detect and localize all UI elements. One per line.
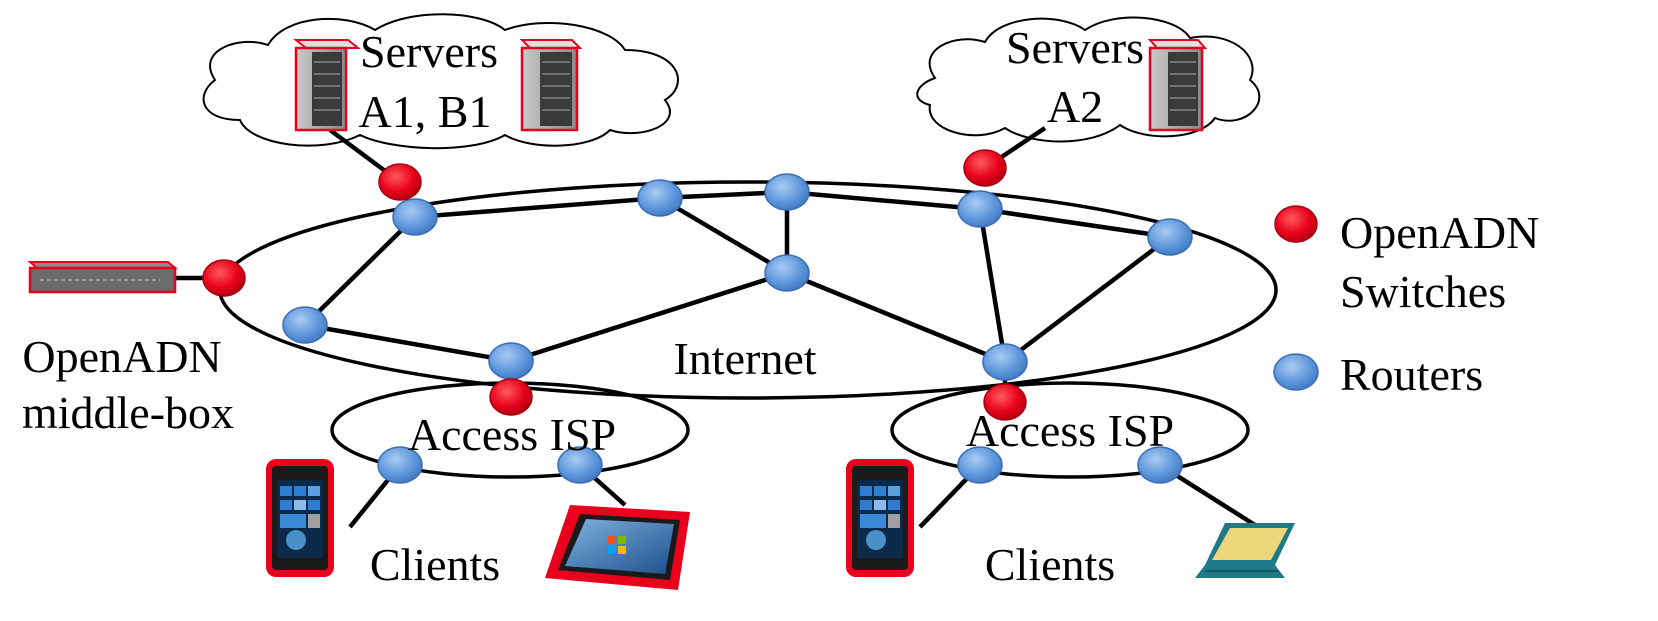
smartphone-icon: [846, 459, 914, 577]
server-rack-icon: [293, 39, 361, 132]
legend: OpenADN Switches Routers: [1273, 205, 1539, 400]
middlebox-label-line2: middle-box: [22, 387, 234, 438]
smartphone-icon: [266, 459, 334, 577]
legend-switch-icon: [1274, 205, 1318, 243]
router-node: [957, 190, 1003, 228]
network-links: [175, 126, 1257, 529]
router-node: [282, 306, 328, 344]
servers-right-label-line1: Servers: [1006, 22, 1144, 73]
switch-node: [202, 259, 246, 297]
switch-node: [489, 378, 533, 416]
internet-label: Internet: [673, 333, 816, 384]
router-node: [488, 342, 534, 380]
servers-left-label-line2: A1, B1: [359, 86, 492, 137]
routers: [282, 173, 1193, 484]
server-rack-icon: [1147, 39, 1208, 132]
router-node: [392, 198, 438, 236]
servers-left-label-line1: Servers: [360, 26, 498, 77]
router-node: [957, 446, 1003, 484]
legend-router-icon: [1273, 353, 1319, 391]
network-appliance-icon: [27, 261, 178, 294]
openadn-switches: [202, 149, 1027, 421]
access-isp-right-label: Access ISP: [966, 405, 1174, 456]
switch-node: [963, 149, 1007, 187]
legend-router-label: Routers: [1340, 349, 1483, 400]
router-node: [377, 446, 423, 484]
servers-right-label-line2: A2: [1047, 81, 1103, 132]
legend-switch-label-line1: OpenADN: [1340, 207, 1539, 258]
clients-right-label: Clients: [985, 539, 1115, 590]
switch-node: [378, 163, 422, 201]
router-node: [557, 446, 603, 484]
laptop-icon: [1195, 523, 1295, 578]
router-node: [1137, 446, 1183, 484]
router-node: [764, 254, 810, 292]
access-isp-oval-right: [890, 381, 1250, 479]
router-node: [1147, 218, 1193, 256]
router-node: [637, 179, 683, 217]
server-rack-icon: [519, 39, 583, 132]
access-isp-left-label: Access ISP: [408, 409, 616, 460]
legend-switch-label-line2: Switches: [1340, 266, 1506, 317]
clients-left-label: Clients: [370, 539, 500, 590]
middlebox-label-line1: OpenADN: [22, 331, 221, 382]
tablet-icon: [545, 505, 690, 590]
switch-node: [983, 383, 1027, 421]
router-node: [764, 173, 810, 211]
router-node: [982, 343, 1028, 381]
